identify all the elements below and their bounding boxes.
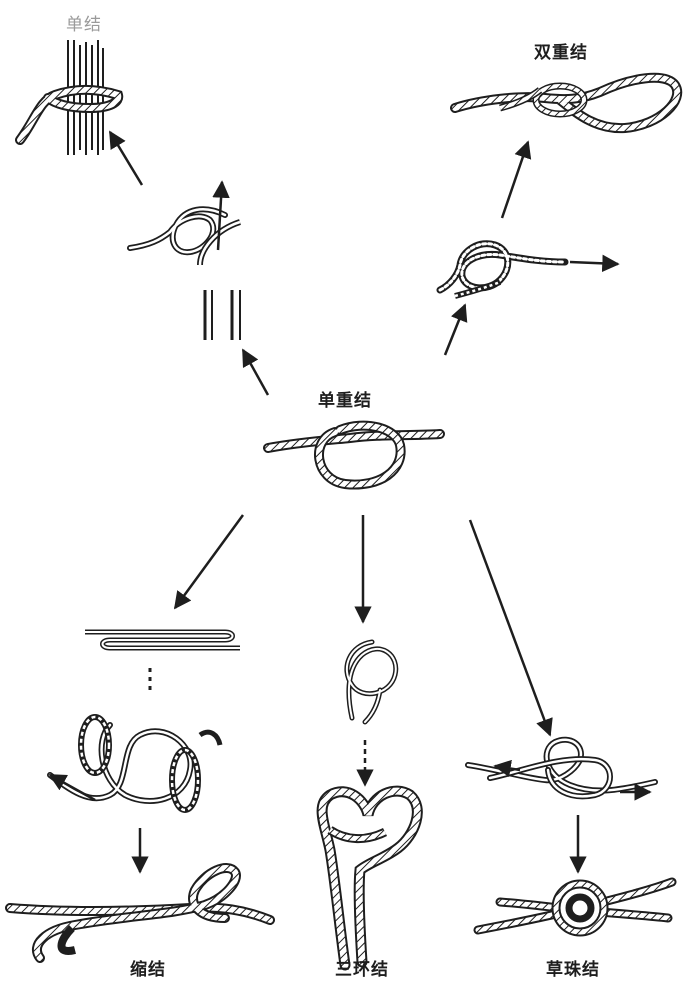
label-three-loop-knot: 三环结 <box>335 960 389 980</box>
sheepshank-fold-step <box>85 629 240 690</box>
figure-eight-loop-figure <box>450 72 682 134</box>
bead-knot-step <box>465 736 658 800</box>
post-stripes <box>67 40 104 155</box>
arrow-center-to-bead-knot <box>468 519 553 737</box>
label-bead-knot: 草珠结 <box>546 960 600 980</box>
single-knot-figure <box>15 40 124 155</box>
sheepshank-final <box>5 863 275 963</box>
arrow-sheepshank-pull-left <box>48 773 96 802</box>
bead-knot-final <box>473 877 677 937</box>
sheepshank-loop-step <box>47 714 223 813</box>
three-loop-step <box>344 639 399 725</box>
label-overhand-knot: 单重结 <box>318 391 372 411</box>
single-knot-rope <box>15 84 124 145</box>
overhand-knot-figure <box>263 420 445 490</box>
label-single-knot: 单结 <box>66 15 102 35</box>
post-stripes-lower <box>203 290 241 340</box>
flow-arrows <box>48 130 652 874</box>
label-double-overhand-knot: 双重结 <box>534 43 588 63</box>
three-loop-final <box>316 785 423 971</box>
figure-eight-step <box>436 240 569 299</box>
arrow-center-to-right-step <box>443 303 468 356</box>
arrow-bead-pull-left <box>493 759 521 778</box>
arrow-strand-up <box>212 180 230 251</box>
arrow-center-to-left-step <box>241 348 270 396</box>
arrow-pull-right <box>569 254 620 273</box>
arrow-center-to-sheepshank <box>173 514 245 610</box>
single-knot-step <box>127 206 242 340</box>
label-sheepshank: 缩结 <box>130 960 166 980</box>
arrow-step-to-double-knot <box>500 140 532 219</box>
arrow-step-to-single-knot <box>108 130 144 186</box>
